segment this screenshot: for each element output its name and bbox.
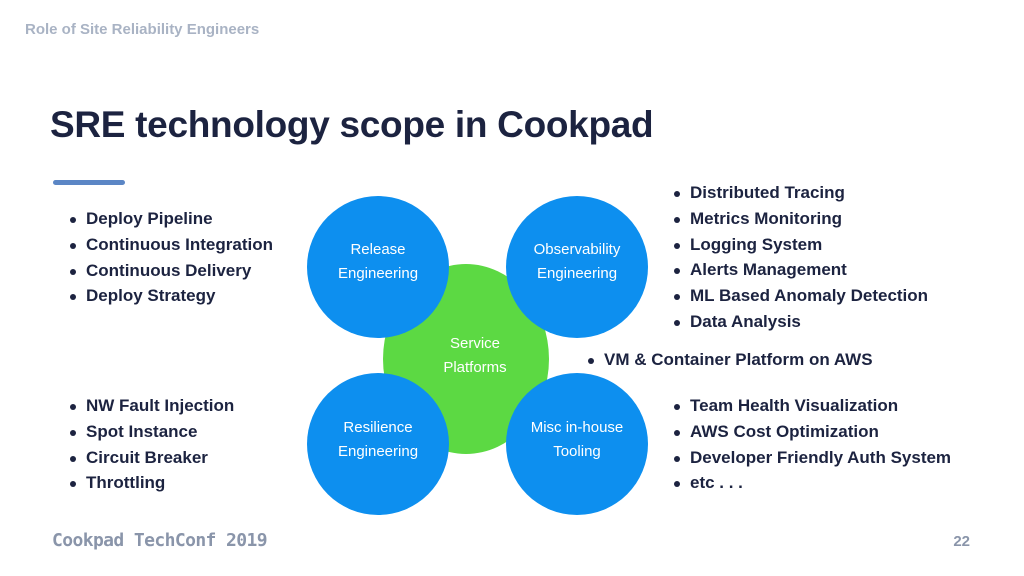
list-item: Deploy Strategy: [70, 283, 273, 309]
list-item: ML Based Anomaly Detection: [674, 283, 928, 309]
release-engineering-label: Release Engineering: [298, 238, 458, 286]
page-number: 22: [953, 533, 970, 550]
label-line: Tooling: [553, 443, 601, 460]
observability-engineering-circle: [506, 196, 648, 338]
service-platforms-label: Service Platforms: [395, 332, 555, 380]
label-line: Observability: [533, 241, 621, 258]
service-platforms-list: VM & Container Platform on AWS: [588, 347, 873, 373]
misc-tooling-circle: [506, 373, 648, 515]
misc-tooling-list: Team Health Visualization AWS Cost Optim…: [674, 393, 951, 496]
label-line: Misc in-house: [530, 419, 624, 436]
label-line: Platforms: [443, 359, 507, 376]
label-line: Resilience: [343, 419, 413, 436]
resilience-engineering-circle: [307, 373, 449, 515]
list-item: Circuit Breaker: [70, 445, 234, 471]
list-item: VM & Container Platform on AWS: [588, 347, 873, 373]
list-item: Distributed Tracing: [674, 180, 928, 206]
resilience-engineering-label: Resilience Engineering: [298, 416, 458, 464]
list-item: Continuous Integration: [70, 232, 273, 258]
label-line: Engineering: [337, 443, 419, 460]
list-item: AWS Cost Optimization: [674, 419, 951, 445]
title-underline: [53, 180, 125, 185]
label-line: Engineering: [337, 265, 419, 282]
label-line: Service: [449, 335, 501, 352]
list-item: Continuous Delivery: [70, 258, 273, 284]
list-item: Data Analysis: [674, 309, 928, 335]
list-item: Logging System: [674, 232, 928, 258]
list-item: Spot Instance: [70, 419, 234, 445]
list-item: Alerts Management: [674, 257, 928, 283]
list-item: Metrics Monitoring: [674, 206, 928, 232]
resilience-engineering-list: NW Fault Injection Spot Instance Circuit…: [70, 393, 234, 496]
release-engineering-list: Deploy Pipeline Continuous Integration C…: [70, 206, 273, 309]
observability-engineering-list: Distributed Tracing Metrics Monitoring L…: [674, 180, 928, 335]
list-item: etc . . .: [674, 470, 951, 496]
label-line: Engineering: [536, 265, 618, 282]
list-item: Team Health Visualization: [674, 393, 951, 419]
list-item: Deploy Pipeline: [70, 206, 273, 232]
observability-engineering-label: Observability Engineering: [497, 238, 657, 286]
list-item: NW Fault Injection: [70, 393, 234, 419]
misc-tooling-label: Misc in-house Tooling: [497, 416, 657, 464]
release-engineering-circle: [307, 196, 449, 338]
footer-brand: Cookpad TechConf 2019: [52, 530, 268, 551]
slide-title: SRE technology scope in Cookpad: [50, 104, 654, 145]
list-item: Throttling: [70, 470, 234, 496]
list-item: Developer Friendly Auth System: [674, 445, 951, 471]
label-line: Release: [350, 241, 406, 258]
section-label: Role of Site Reliability Engineers: [25, 21, 260, 38]
